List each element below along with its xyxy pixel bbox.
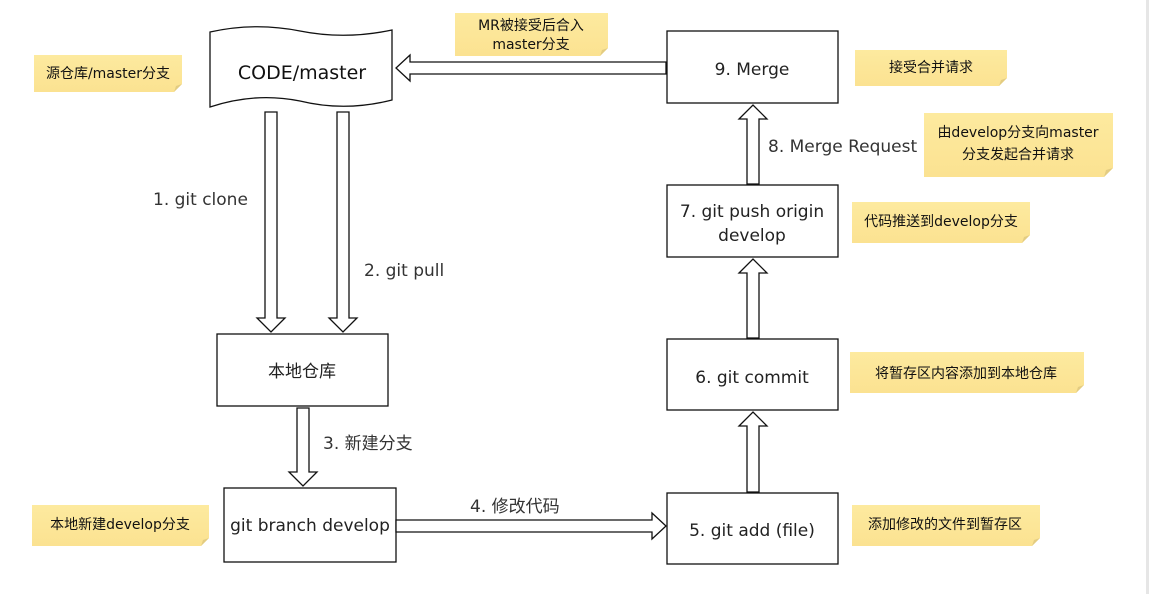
label-git-clone: 1. git clone	[153, 190, 248, 210]
arrow-merge-to-master	[395, 53, 667, 83]
note-branch-text: 本地新建develop分支	[50, 517, 190, 533]
arrow-git-pull	[327, 111, 359, 333]
box-git-commit: 6. git commit	[666, 338, 839, 411]
label-modify-code: 4. 修改代码	[470, 497, 560, 517]
arrow-modify-code	[395, 511, 667, 541]
arrow-commit-to-push	[737, 258, 769, 339]
note-mr-merged-line1: MR被接受后合入	[478, 17, 584, 34]
note-mr-merged: MR被接受后合入 master分支	[455, 13, 608, 56]
arrow-new-branch	[287, 407, 319, 487]
note-source-repo-text: 源仓库/master分支	[46, 66, 170, 82]
box-local-repo: 本地仓库	[216, 333, 389, 407]
box-git-commit-label: 6. git commit	[695, 368, 809, 388]
note-add: 添加修改的文件到暂存区	[852, 505, 1040, 546]
note-merge-request: 由develop分支向master 分支发起合并请求	[924, 113, 1113, 177]
box-merge: 9. Merge	[666, 30, 839, 104]
note-commit-text: 将暂存区内容添加到本地仓库	[875, 365, 1057, 382]
note-push: 代码推送到develop分支	[852, 202, 1030, 243]
box-git-push: 7. git push origin develop	[666, 184, 839, 258]
box-merge-label: 9. Merge	[715, 60, 790, 80]
note-accept-merge-text: 接受合并请求	[889, 59, 973, 76]
note-merge-request-line2: 分支发起合并请求	[962, 147, 1074, 163]
arrow-git-clone	[255, 111, 287, 333]
box-git-branch: git branch develop	[223, 487, 397, 563]
box-local-repo-label: 本地仓库	[268, 362, 336, 382]
label-new-branch: 3. 新建分支	[323, 434, 413, 454]
box-git-push-label-line1: 7. git push origin	[680, 202, 824, 222]
label-merge-request: 8. Merge Request	[768, 137, 917, 157]
note-add-text: 添加修改的文件到暂存区	[868, 517, 1022, 533]
note-mr-merged-line2: master分支	[492, 37, 569, 53]
arrow-merge-request	[737, 104, 769, 185]
box-git-push-label-line2: develop	[718, 226, 786, 246]
scrollbar-track[interactable]	[1146, 0, 1149, 594]
note-source-repo: 源仓库/master分支	[34, 55, 182, 92]
label-git-pull: 2. git pull	[364, 261, 444, 281]
source-repo-title: CODE/master	[238, 62, 366, 84]
box-git-branch-label: git branch develop	[230, 516, 390, 536]
box-git-add-label: 5. git add (file)	[689, 521, 815, 541]
note-accept-merge: 接受合并请求	[855, 50, 1007, 86]
note-push-text: 代码推送到develop分支	[864, 214, 1018, 230]
note-merge-request-line1: 由develop分支向master	[937, 125, 1098, 141]
note-branch: 本地新建develop分支	[32, 505, 209, 546]
arrow-add-to-commit	[737, 411, 769, 493]
source-repo-shape: CODE/master	[209, 26, 393, 108]
box-git-add: 5. git add (file)	[666, 492, 839, 565]
note-commit: 将暂存区内容添加到本地仓库	[850, 352, 1084, 393]
